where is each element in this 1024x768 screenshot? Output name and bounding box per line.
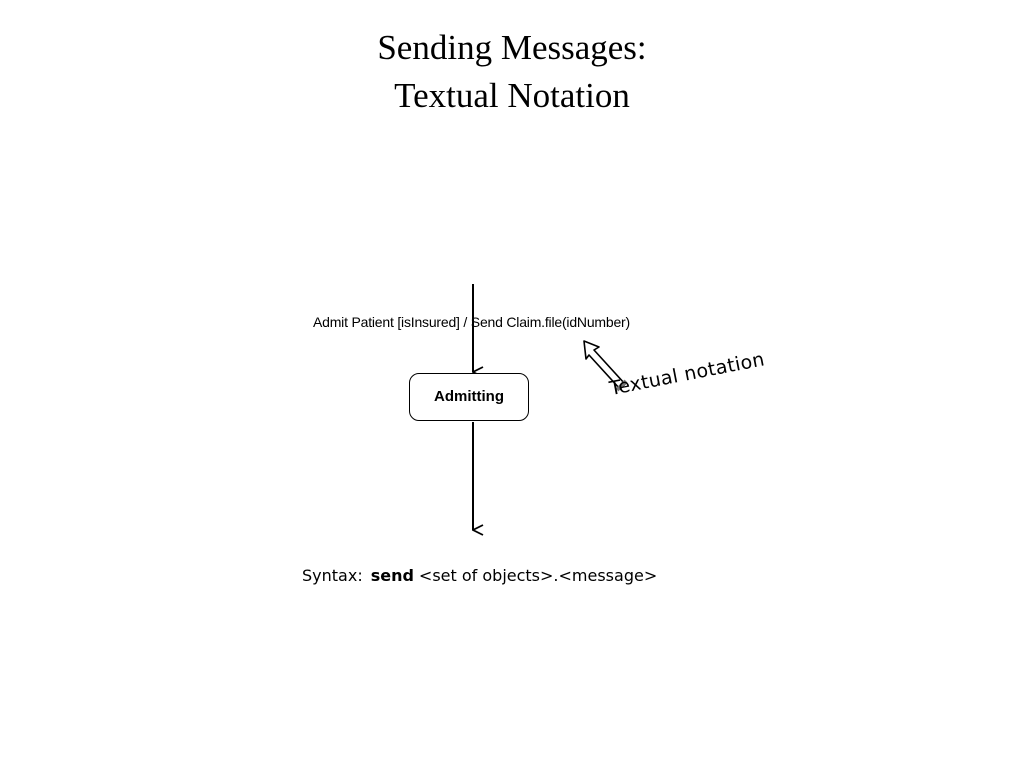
- syntax-keyword: send: [370, 566, 414, 585]
- transition-label: Admit Patient [isInsured] / Send Claim.f…: [313, 314, 630, 330]
- state-admitting: Admitting: [409, 373, 529, 421]
- slide-title-line-1: Sending Messages:: [377, 28, 647, 67]
- state-label: Admitting: [434, 388, 504, 405]
- syntax-prefix: Syntax:: [302, 566, 363, 585]
- syntax-line: Syntax: send<set of objects>.<message>: [302, 566, 657, 585]
- syntax-expression: <set of objects>.<message>: [418, 566, 658, 585]
- slide-title: Sending Messages: Textual Notation: [0, 24, 1024, 120]
- slide-title-line-2: Textual Notation: [394, 76, 630, 115]
- pointer-arrow-icon: [583, 340, 628, 392]
